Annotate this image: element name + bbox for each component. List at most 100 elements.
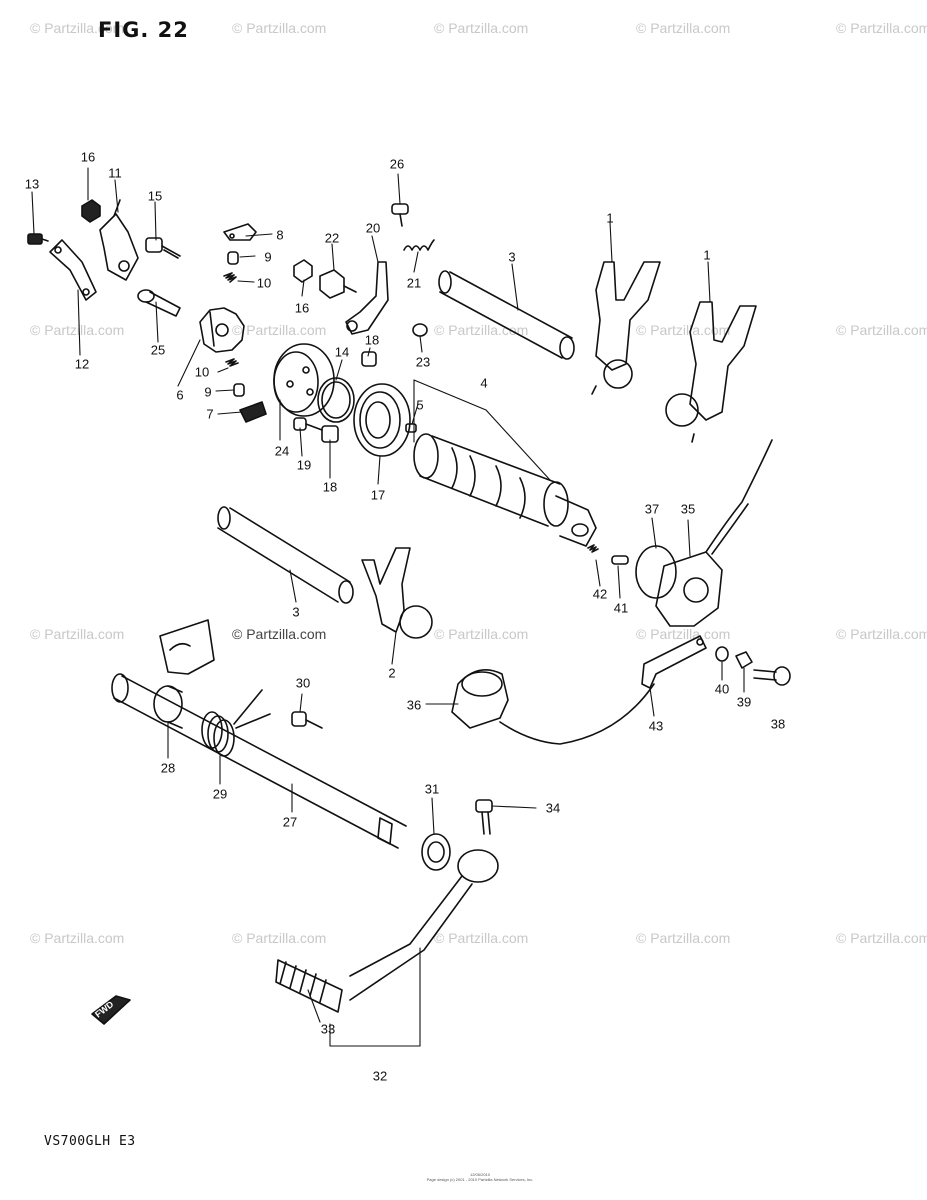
callout-43: 43 xyxy=(648,718,664,734)
part-3-fork-shaft-lower xyxy=(217,506,354,604)
callout-36: 36 xyxy=(406,697,422,713)
footer-date: 12/06/2010 xyxy=(469,1172,491,1177)
callout-33: 33 xyxy=(320,1021,336,1037)
callout-42: 42 xyxy=(592,586,608,602)
watermark: © Partzilla.com xyxy=(30,930,125,946)
part-5-pin xyxy=(405,423,417,433)
part-26-bolt xyxy=(391,203,409,227)
callout-24: 24 xyxy=(274,443,290,459)
callout-41: 41 xyxy=(613,600,629,616)
part-12-stopper-plate xyxy=(49,239,97,301)
part-10-spring xyxy=(223,272,237,283)
part-31-oil-seal xyxy=(421,833,451,871)
part-16-nut xyxy=(293,259,313,283)
callout-23: 23 xyxy=(415,354,431,370)
model-code: VS700GLH E3 xyxy=(44,1134,136,1149)
callout-10: 10 xyxy=(194,364,210,380)
callout-2: 2 xyxy=(388,665,396,681)
watermark: © Partzilla.com xyxy=(434,626,529,642)
part-13-bolt xyxy=(27,233,49,245)
callout-37: 37 xyxy=(644,501,660,517)
callout-16: 16 xyxy=(294,300,310,316)
callout-17: 17 xyxy=(370,487,386,503)
callout-31: 31 xyxy=(424,781,440,797)
footer-copyright: Page design (c) 2001 - 2010 Partzilla Ne… xyxy=(426,1177,534,1182)
part-14-ring xyxy=(317,377,355,423)
callout-32: 32 xyxy=(372,1068,388,1084)
part-1-shift-fork-b xyxy=(665,301,757,443)
part-36-cap xyxy=(451,668,655,745)
part-7-plate xyxy=(239,401,267,423)
watermark: © Partzilla.com xyxy=(232,20,327,36)
figure-title: FIG. 22 xyxy=(98,18,189,42)
callout-9: 9 xyxy=(204,384,212,400)
part-32-gearshift-lever xyxy=(349,849,499,1001)
watermark: © Partzilla.com xyxy=(836,322,927,338)
callout-18: 18 xyxy=(364,332,380,348)
part-20-shift-arm xyxy=(345,261,389,335)
callout-25: 25 xyxy=(150,342,166,358)
callout-5: 5 xyxy=(416,397,424,413)
part-1-shift-fork-a xyxy=(591,261,661,395)
callout-12: 12 xyxy=(74,356,90,372)
watermark: © Partzilla.com xyxy=(434,322,529,338)
callout-27: 27 xyxy=(282,814,298,830)
watermark: © Partzilla.com xyxy=(434,20,529,36)
part-9-pin xyxy=(227,251,239,265)
part-11-cam-stopper xyxy=(99,199,139,281)
part-22-bolt xyxy=(319,269,357,299)
part-24-cam-driven-gear xyxy=(273,343,335,417)
part-43-clamp xyxy=(641,635,707,689)
watermark: © Partzilla.com xyxy=(232,322,327,338)
part-33-rubber xyxy=(275,959,343,1013)
callout-21: 21 xyxy=(406,275,422,291)
callout-39: 39 xyxy=(736,694,752,710)
callout-34: 34 xyxy=(545,800,561,816)
part-4-gearshift-cam-drum xyxy=(413,433,597,547)
watermark: © Partzilla.com xyxy=(636,20,731,36)
part-42-spring xyxy=(587,544,599,553)
part-40-washer xyxy=(715,646,729,662)
part-15-bolt xyxy=(145,237,181,259)
callout-35: 35 xyxy=(680,501,696,517)
callout-1: 1 xyxy=(606,210,614,226)
watermark: © Partzilla.com xyxy=(636,322,731,338)
part-25-pin xyxy=(137,289,181,317)
footer-note: 12/06/2010 Page design (c) 2001 - 2010 P… xyxy=(400,1172,560,1182)
callout-6: 6 xyxy=(176,387,184,403)
callout-40: 40 xyxy=(714,681,730,697)
part-41-pin xyxy=(611,555,629,565)
watermark: © Partzilla.com xyxy=(30,20,125,36)
callout-10: 10 xyxy=(256,275,272,291)
callout-4: 4 xyxy=(480,375,488,391)
watermark: © Partzilla.com xyxy=(836,20,927,36)
part-35-gear-position-switch xyxy=(655,439,773,627)
watermark: © Partzilla.com xyxy=(232,930,327,946)
callout-14: 14 xyxy=(334,344,350,360)
part-2-shift-fork xyxy=(361,547,433,639)
watermark: © Partzilla.com xyxy=(836,930,927,946)
callout-18: 18 xyxy=(322,479,338,495)
part-6-gearshift-cam xyxy=(199,307,245,353)
part-27-gearshift-shaft xyxy=(111,619,407,849)
part-34-bolt xyxy=(475,799,493,835)
part-10-spring xyxy=(225,358,239,367)
part-38-bolt xyxy=(753,666,791,686)
part-17-bearing xyxy=(353,383,411,457)
callout-38: 38 xyxy=(770,716,786,732)
callout-19: 19 xyxy=(296,457,312,473)
part-37-o-ring xyxy=(635,545,677,599)
callout-20: 20 xyxy=(365,220,381,236)
callout-22: 22 xyxy=(324,230,340,246)
part-8-pawl xyxy=(223,223,257,241)
callout-7: 7 xyxy=(206,406,214,422)
callout-8: 8 xyxy=(276,227,284,243)
part-30-bolt xyxy=(291,711,323,729)
callout-3: 3 xyxy=(292,604,300,620)
callout-11: 11 xyxy=(108,165,122,181)
part-16-nut xyxy=(81,199,101,223)
callout-16: 16 xyxy=(80,149,96,165)
part-39-washer xyxy=(735,651,753,669)
